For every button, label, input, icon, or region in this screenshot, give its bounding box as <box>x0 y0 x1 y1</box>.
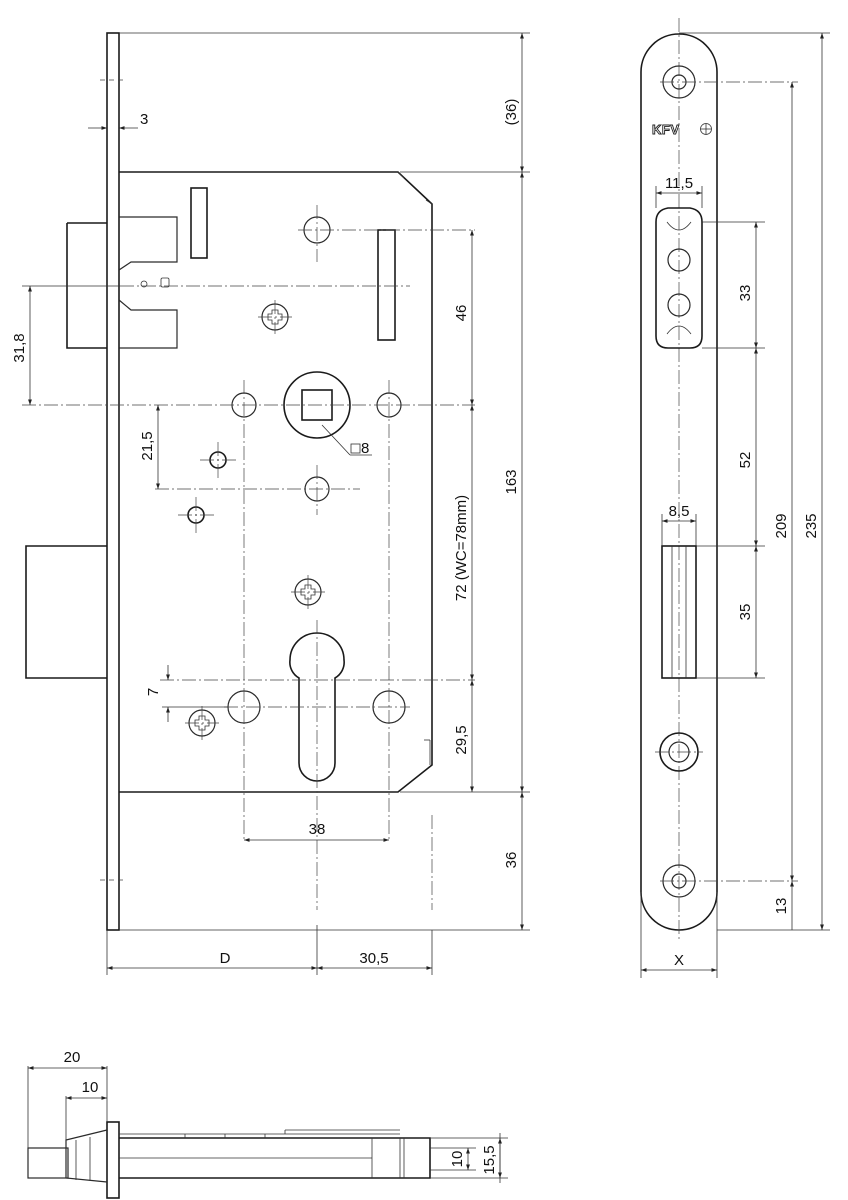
dim-handle-to-key: 31,8 <box>11 333 28 362</box>
latch-opening <box>655 207 703 349</box>
dim-mount-offset: 21,5 <box>139 431 156 460</box>
dim-case-depth: 30,5 <box>359 950 388 967</box>
bottom-faceplate <box>106 1121 120 1199</box>
dim-bolt-projection: 20 <box>64 1049 81 1066</box>
top-slot <box>190 187 208 259</box>
dim-latch-to-bolt: 52 <box>737 452 754 469</box>
dim-latch-height: 33 <box>737 285 754 302</box>
dim-bottom-offset: 36 <box>503 852 520 869</box>
dim-bottom-screw: 13 <box>773 898 790 915</box>
bottom-case <box>119 1137 431 1179</box>
bottom-latch <box>65 1129 108 1183</box>
faceplate-side-view: KFV 11,5 8,5 <box>640 18 830 978</box>
dim-backset-distance: 72 (WC=78mm) <box>453 495 470 601</box>
logo-cross-icon <box>700 123 712 135</box>
dim-backset: D <box>220 950 231 967</box>
lock-bottom-view: 20 10 10 15,5 <box>27 1049 508 1199</box>
dim-plate-thickness: 15,5 <box>481 1145 498 1174</box>
dim-plate-width: X <box>674 952 684 969</box>
dim-latch-width: 11,5 <box>665 175 693 192</box>
cylinder-profile <box>289 632 345 782</box>
dim-top-offset: (36) <box>503 99 520 126</box>
lock-case <box>119 171 433 793</box>
dim-cylinder-to-bottom: 29,5 <box>453 725 470 754</box>
faceplate <box>106 32 120 931</box>
bolt-opening <box>661 545 697 679</box>
lock-body-front-view: 3 (36) 163 36 46 72 (WC=78mm) 29,5 31,8 … <box>11 32 530 975</box>
latch-housing <box>118 216 178 271</box>
bottom-bolt <box>27 1147 69 1179</box>
dim-latch-projection: 10 <box>82 1079 99 1096</box>
dim-follower-to-screw: 46 <box>453 305 470 322</box>
dim-square-size: 8 <box>361 440 369 457</box>
kfv-logo-text: KFV <box>652 122 680 137</box>
right-slot <box>377 229 396 341</box>
dead-bolt <box>25 545 107 679</box>
follower-hub <box>283 371 351 439</box>
dim-lock-height: 163 <box>503 469 520 494</box>
dim-cylinder-offset: 7 <box>145 688 162 696</box>
dim-faceplate-thickness: 3 <box>140 111 148 128</box>
dim-screw-spacing: 209 <box>773 513 790 538</box>
dim-bolt-width: 8,5 <box>669 503 690 520</box>
dim-total-height: 235 <box>803 513 820 538</box>
dim-bolt-height: 35 <box>737 604 754 621</box>
latch-bolt <box>66 222 107 349</box>
dim-cylinder-width: 38 <box>309 821 326 838</box>
dim-bolt-thickness: 10 <box>449 1151 466 1168</box>
